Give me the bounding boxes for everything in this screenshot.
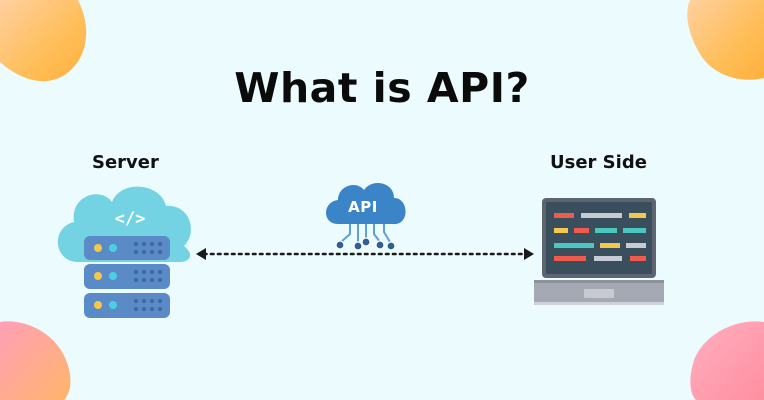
blob-top-left [0, 0, 87, 82]
server-unit-3 [84, 293, 170, 318]
code-brackets-icon: </> [115, 209, 146, 229]
laptop-trackpad [584, 289, 614, 298]
server-unit-2 [84, 264, 170, 289]
server-rack-icon [84, 236, 170, 318]
api-cloud-icon [326, 183, 406, 251]
api-label: API [348, 198, 378, 216]
arrow-left-icon [196, 248, 206, 260]
blob-top-right [687, 0, 764, 80]
server-label: Server [92, 152, 159, 173]
blob-bottom-right [690, 321, 764, 400]
laptop-screen [546, 202, 652, 274]
laptop-icon [534, 198, 664, 305]
connection-arrow [196, 248, 534, 260]
arrow-right-icon [524, 248, 534, 260]
server-unit-1 [84, 236, 170, 260]
blob-bottom-left [0, 321, 71, 400]
page-title: What is API? [234, 64, 530, 112]
user-side-label: User Side [550, 152, 647, 173]
